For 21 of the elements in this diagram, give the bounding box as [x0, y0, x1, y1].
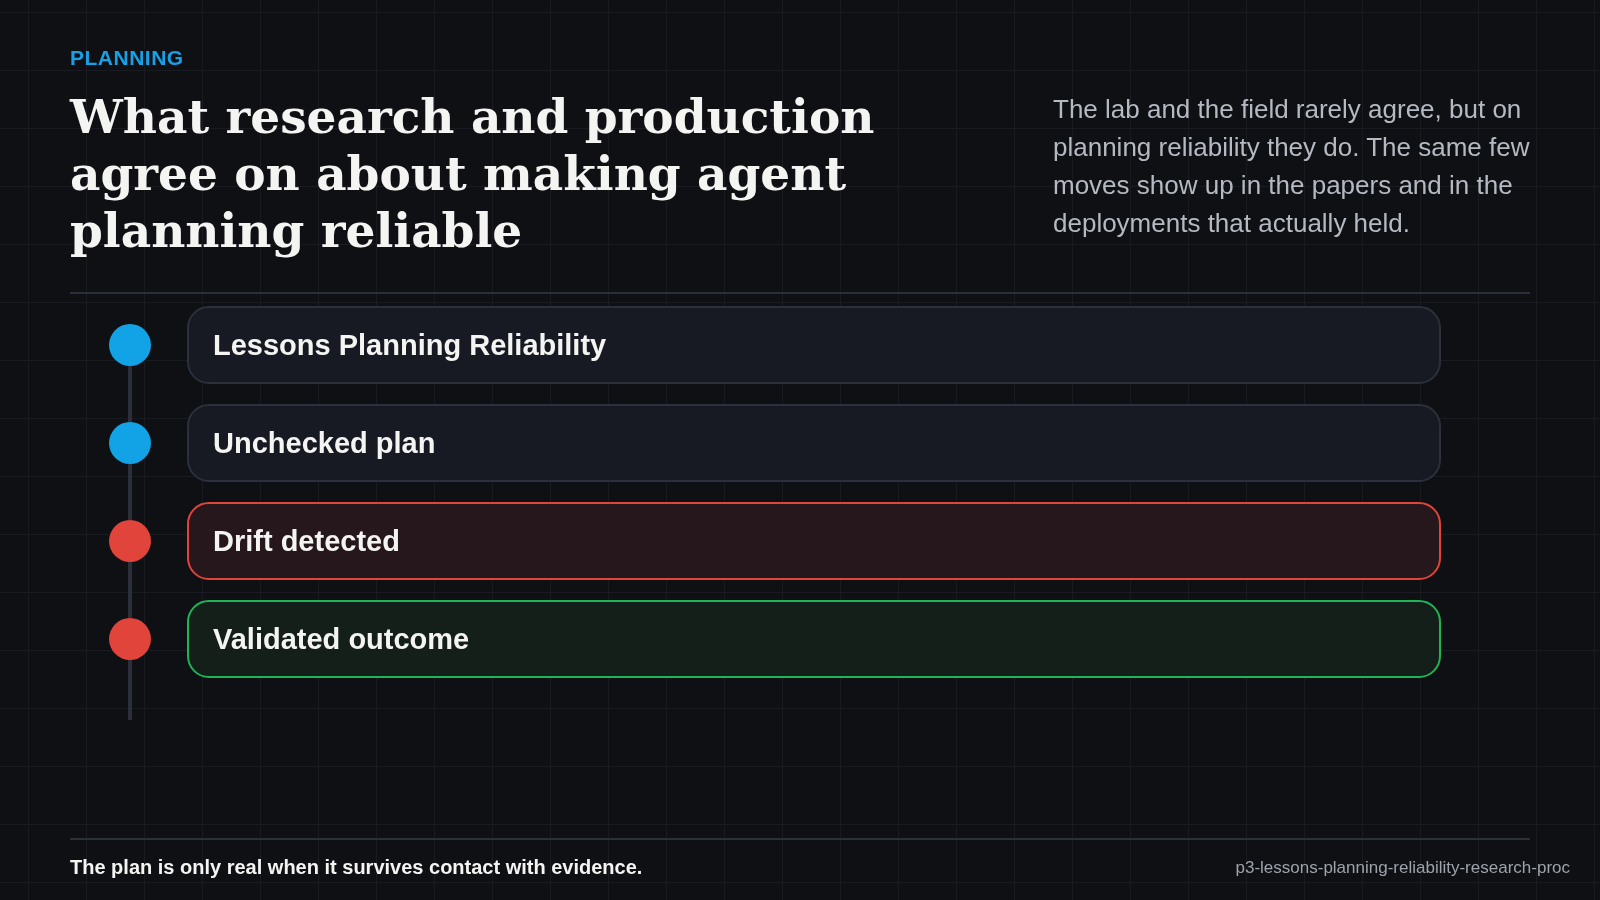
slide-title: What research and production agree on about making agent planning reliable — [70, 88, 876, 259]
timeline-dot-icon — [109, 422, 151, 464]
step-card — [187, 502, 1441, 580]
step-title: Unchecked plan — [213, 426, 436, 461]
timeline-connector — [128, 464, 132, 520]
file-slug: p3-lessons-planning-reliability-research-proc — [1234, 858, 1570, 878]
timeline-dot-icon — [109, 324, 151, 366]
section-kicker: PLANNING — [70, 46, 184, 70]
timeline-connector — [128, 366, 132, 422]
intro-paragraph: The lab and the field rarely agree, but on planning reliability they do. The same few moves show up in the papers and in the deployments that actually held. — [1053, 93, 1531, 240]
step-card — [187, 306, 1441, 384]
step-card — [187, 404, 1441, 482]
step-title: Lessons Planning Reliability — [213, 328, 607, 363]
timeline-dot-icon — [109, 520, 151, 562]
step-card — [187, 600, 1441, 678]
footer-caption: The plan is only real when it survives contact with evidence. — [70, 856, 643, 879]
step-title: Validated outcome — [213, 622, 470, 657]
step-title: Drift detected — [213, 524, 400, 559]
timeline-dot-icon — [109, 618, 151, 660]
timeline-connector — [128, 660, 132, 720]
timeline-connector — [128, 562, 132, 618]
